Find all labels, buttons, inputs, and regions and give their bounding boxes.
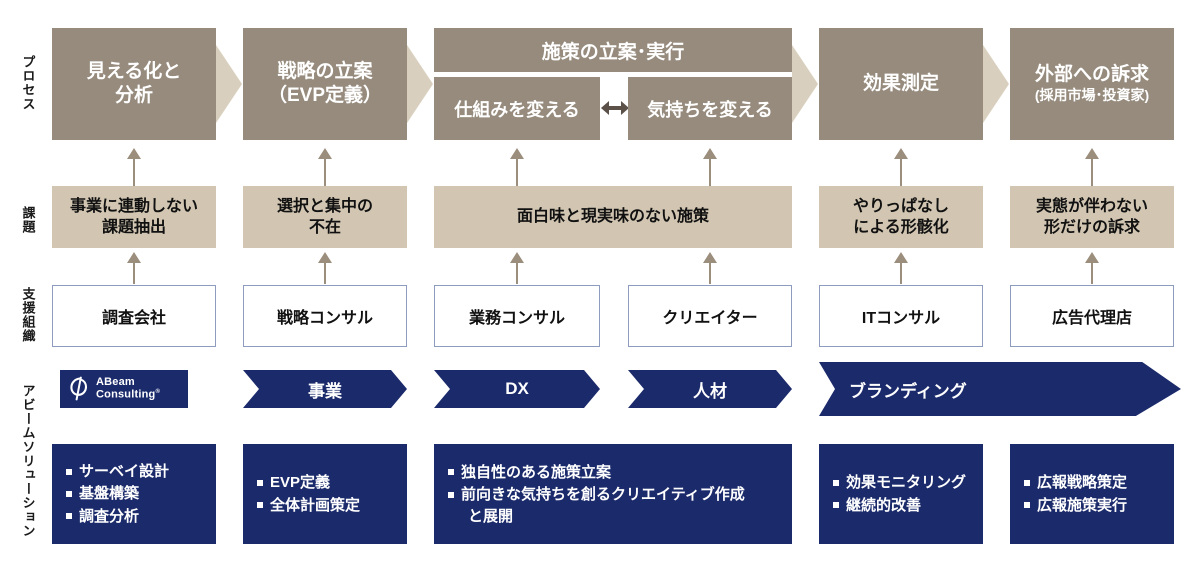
up-arrow-icon-4 bbox=[703, 148, 717, 186]
abeam-logo-mark bbox=[66, 376, 92, 402]
issue-box-2[interactable]: 選択と集中の 不在 bbox=[243, 186, 407, 248]
support-org-6[interactable]: 広告代理店 bbox=[1010, 285, 1174, 347]
support-org-4[interactable]: クリエイター bbox=[628, 285, 792, 347]
process-step-3-line1: 効果測定 bbox=[862, 72, 939, 94]
process-group-sub-right[interactable]: 気持ちを変える bbox=[628, 77, 792, 140]
tag-hr[interactable]: 人材 bbox=[628, 370, 792, 408]
issue-box-2-line2: 不在 bbox=[308, 219, 341, 236]
row-label-support: 支援組織 bbox=[20, 287, 36, 343]
process-step-1-line1: 見える化と bbox=[86, 60, 182, 82]
solution-item: EVP定義 bbox=[257, 472, 393, 493]
up-arrow-icon-12 bbox=[1085, 252, 1099, 284]
abeam-logo: ABeam Consulting® bbox=[60, 370, 188, 408]
process-step-2[interactable]: 戦略の立案 （EVP定義） bbox=[243, 28, 407, 140]
issue-box-1-line2: 課題抽出 bbox=[101, 219, 166, 236]
process-step-2-line2: （EVP定義） bbox=[267, 85, 383, 106]
abeam-logo-text: ABeam Consulting® bbox=[96, 376, 161, 401]
support-org-3[interactable]: 業務コンサル bbox=[434, 285, 600, 347]
process-group-sub-left[interactable]: 仕組みを変える bbox=[434, 77, 600, 140]
row-label-solution: アビームソリューション bbox=[20, 383, 36, 538]
up-arrow-icon-11 bbox=[894, 252, 908, 284]
up-arrow-icon-10 bbox=[703, 252, 717, 284]
solution-item: 独自性のある施策立案 bbox=[448, 462, 778, 483]
registered-icon: ® bbox=[155, 388, 161, 395]
process-step-1[interactable]: 見える化と 分析 bbox=[52, 28, 216, 140]
support-org-5[interactable]: ITコンサル bbox=[819, 285, 983, 347]
up-arrow-icon-6 bbox=[1085, 148, 1099, 186]
solution-box-4[interactable]: 効果モニタリング 継続的改善 bbox=[819, 444, 983, 544]
support-org-2[interactable]: 戦略コンサル bbox=[243, 285, 407, 347]
solution-item: 調査分析 bbox=[66, 506, 202, 527]
solution-box-1[interactable]: サーベイ設計 基盤構築 調査分析 bbox=[52, 444, 216, 544]
solution-box-3[interactable]: 独自性のある施策立案 前向きな気持ちを創るクリエイティブ作成 と展開 bbox=[434, 444, 792, 544]
process-chevron-2 bbox=[407, 45, 433, 123]
abeam-name-bold: AB bbox=[96, 376, 113, 389]
process-step-1-line2: 分析 bbox=[114, 85, 153, 106]
issue-box-5[interactable]: 実態が伴わない 形だけの訴求 bbox=[1010, 186, 1174, 248]
process-step-4-line2: (採用市場･投資家) bbox=[1034, 87, 1150, 104]
issue-box-1-line1: 事業に連動しない bbox=[69, 197, 198, 215]
up-arrow-icon-5 bbox=[894, 148, 908, 186]
solution-item: 広報戦略策定 bbox=[1024, 472, 1160, 493]
tag-branding-arrow[interactable]: ブランディング bbox=[819, 362, 1181, 416]
abeam-name-second: Consulting bbox=[96, 388, 156, 401]
up-arrow-icon-9 bbox=[510, 252, 524, 284]
process-step-2-line1: 戦略の立案 bbox=[277, 60, 373, 82]
issue-box-3[interactable]: 面白味と現実味のない施策 bbox=[434, 186, 792, 248]
row-label-issue: 課題 bbox=[20, 206, 36, 234]
solution-item-continuation: と展開 bbox=[468, 508, 514, 526]
process-step-3[interactable]: 効果測定 bbox=[819, 28, 983, 140]
up-arrow-icon-3 bbox=[510, 148, 524, 186]
issue-box-3-line1: 面白味と現実味のない施策 bbox=[516, 208, 709, 226]
process-step-4-line1: 外部への訴求 bbox=[1034, 63, 1149, 85]
issue-box-1[interactable]: 事業に連動しない 課題抽出 bbox=[52, 186, 216, 248]
up-arrow-icon-7 bbox=[127, 252, 141, 284]
issue-box-4-line2: による形骸化 bbox=[853, 219, 949, 236]
up-arrow-icon-2 bbox=[318, 148, 332, 186]
solution-box-2[interactable]: EVP定義 全体計画策定 bbox=[243, 444, 407, 544]
solution-item: 全体計画策定 bbox=[257, 495, 393, 516]
process-group-title[interactable]: 施策の立案･実行 bbox=[434, 28, 792, 72]
process-chevron-1 bbox=[216, 45, 242, 123]
issue-box-5-line1: 実態が伴わない bbox=[1035, 197, 1148, 215]
solution-box-5[interactable]: 広報戦略策定 広報施策実行 bbox=[1010, 444, 1174, 544]
solution-item: 効果モニタリング bbox=[833, 472, 969, 493]
solution-item: サーベイ設計 bbox=[66, 461, 202, 482]
solution-item: 前向きな気持ちを創るクリエイティブ作成 bbox=[448, 484, 778, 505]
tag-business[interactable]: 事業 bbox=[243, 370, 407, 408]
double-arrow-icon bbox=[601, 95, 629, 121]
solution-item: 広報施策実行 bbox=[1024, 495, 1160, 516]
solution-item: 継続的改善 bbox=[833, 495, 969, 516]
up-arrow-icon-1 bbox=[127, 148, 141, 186]
row-label-process: プロセス bbox=[20, 55, 36, 111]
solution-item: 基盤構築 bbox=[66, 483, 202, 504]
support-org-1[interactable]: 調査会社 bbox=[52, 285, 216, 347]
issue-box-4-line1: やりっぱなし bbox=[852, 197, 949, 215]
issue-box-2-line1: 選択と集中の bbox=[276, 197, 373, 215]
abeam-name-rest: eam bbox=[112, 376, 135, 389]
issue-box-5-line2: 形だけの訴求 bbox=[1043, 219, 1140, 236]
process-step-4[interactable]: 外部への訴求 (採用市場･投資家) bbox=[1010, 28, 1174, 140]
up-arrow-icon-8 bbox=[318, 252, 332, 284]
process-chevron-4 bbox=[983, 45, 1009, 123]
process-chevron-3 bbox=[792, 45, 818, 123]
issue-box-4[interactable]: やりっぱなし による形骸化 bbox=[819, 186, 983, 248]
tag-dx[interactable]: DX bbox=[434, 370, 600, 408]
